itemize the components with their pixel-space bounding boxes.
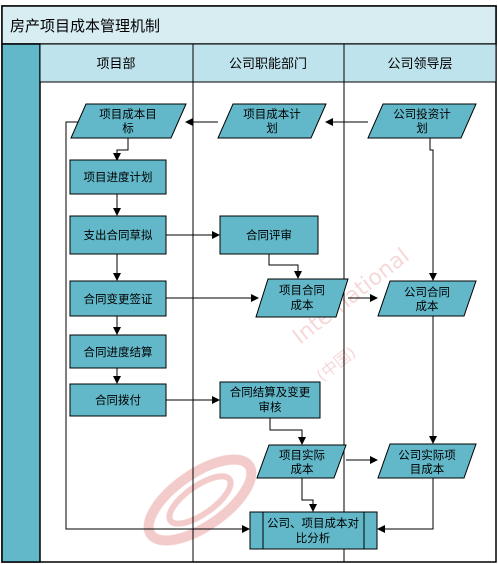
label-contract-change-visa: 合同变更签证: [84, 292, 153, 306]
connectors: [65, 118, 437, 533]
arrow-audit-to-actual: [269, 418, 306, 445]
node-company-actual-cost: [377, 443, 477, 479]
label-project-contract-cost-2: 成本: [291, 298, 314, 312]
lane-header-leadership: [343, 43, 497, 83]
watermark-logo: [143, 454, 257, 546]
label-comparison-analysis-1: 公司、项目成本对: [267, 516, 359, 530]
label-project-contract-cost-1: 项目合同: [279, 283, 325, 297]
label-project-cost-target-1: 项目成本目: [99, 107, 157, 121]
label-project-actual-cost-1: 项目实际: [279, 448, 325, 462]
title-bar: [1, 5, 497, 45]
label-project-actual-cost-2: 成本: [291, 462, 314, 476]
label-contract-progress-settlement: 合同进度结算: [84, 345, 153, 359]
node-project-actual-cost: [256, 444, 347, 479]
node-labels: 项目成本目 标 项目成本计 划 公司投资计 划 项目进度计划 支出合同草拟 合同…: [84, 107, 457, 545]
node-contract-progress-settlement: [69, 334, 167, 369]
page-title: 房产项目成本管理机制: [10, 17, 160, 35]
node-contract-draft: [69, 215, 167, 255]
label-contract-review: 合同评审: [246, 228, 292, 242]
label-project-schedule: 项目进度计划: [84, 170, 153, 184]
label-project-cost-plan-1: 项目成本计: [243, 107, 301, 121]
node-comparison-analysis: [249, 511, 378, 550]
node-contract-review: [219, 215, 319, 255]
label-company-investment-plan-2: 划: [416, 121, 428, 135]
node-company-contract-cost: [377, 280, 477, 317]
label-settlement-change-audit-1: 合同结算及变更: [230, 385, 311, 399]
arrow-project-actual-to-analysis: [301, 478, 317, 512]
lane-header-project-dept: [39, 43, 194, 83]
arrow-target-to-schedule: [113, 138, 129, 161]
arrow-target-to-analysis: [65, 121, 250, 533]
lane-header-functional-dept: [192, 43, 345, 83]
label-project-cost-plan-2: 划: [266, 121, 278, 135]
node-project-schedule: [69, 159, 167, 195]
lane-label-functional-dept: 公司职能部门: [229, 57, 307, 72]
label-settlement-change-audit-2: 审核: [259, 400, 282, 414]
label-company-contract-cost-2: 成本: [416, 299, 439, 313]
node-project-cost-plan: [217, 103, 327, 139]
label-company-contract-cost-1: 公司合同: [404, 285, 450, 299]
node-contract-payment: [69, 383, 167, 417]
node-settlement-change-audit: [219, 381, 321, 419]
node-contract-change-visa: [69, 280, 167, 317]
label-contract-draft: 支出合同草拟: [84, 228, 153, 242]
pool-side-bar: [1, 43, 41, 563]
label-project-cost-target-2: 标: [122, 121, 134, 135]
label-company-investment-plan-1: 公司投资计: [393, 107, 451, 121]
label-contract-payment: 合同拨付: [95, 393, 141, 407]
label-company-actual-cost-1: 公司实际项: [398, 448, 456, 462]
node-project-cost-target: [70, 103, 187, 139]
label-comparison-analysis-2: 比分析: [296, 531, 331, 545]
node-project-contract-cost: [255, 278, 349, 318]
lane-label-leadership: 公司领导层: [387, 57, 452, 72]
arrow-company-actual-to-analysis: [377, 478, 434, 533]
node-company-investment-plan: [367, 103, 477, 139]
watermark-text-cn: (中国): [313, 343, 360, 385]
arrow-review-to-project-contract: [268, 254, 302, 279]
lane-label-project-dept: 项目部: [96, 57, 135, 72]
label-company-actual-cost-2: 目成本: [410, 462, 445, 476]
arrow-investment-to-company-contract: [429, 138, 437, 281]
nodes: [69, 103, 477, 550]
